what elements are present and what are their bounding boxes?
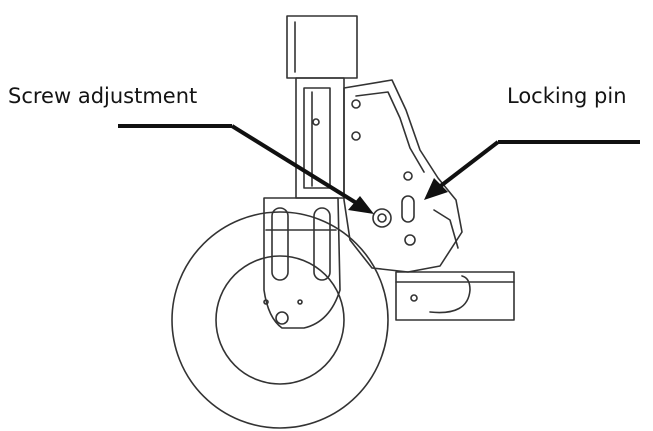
mounting-plate (343, 79, 463, 273)
screw-adjustment-arrow (118, 124, 374, 214)
screw-adjustment-label: Screw adjustment (8, 84, 198, 108)
locking-pin-label: Locking pin (507, 84, 627, 108)
top-block (286, 15, 358, 79)
screw-knob (372, 208, 392, 228)
wheel (171, 211, 389, 429)
callout-arrows (118, 124, 640, 214)
locking-pin-arrow (424, 140, 640, 200)
locking-pin-slot (401, 195, 415, 223)
wheel-fork (263, 197, 341, 329)
lower-bracket (395, 271, 515, 321)
